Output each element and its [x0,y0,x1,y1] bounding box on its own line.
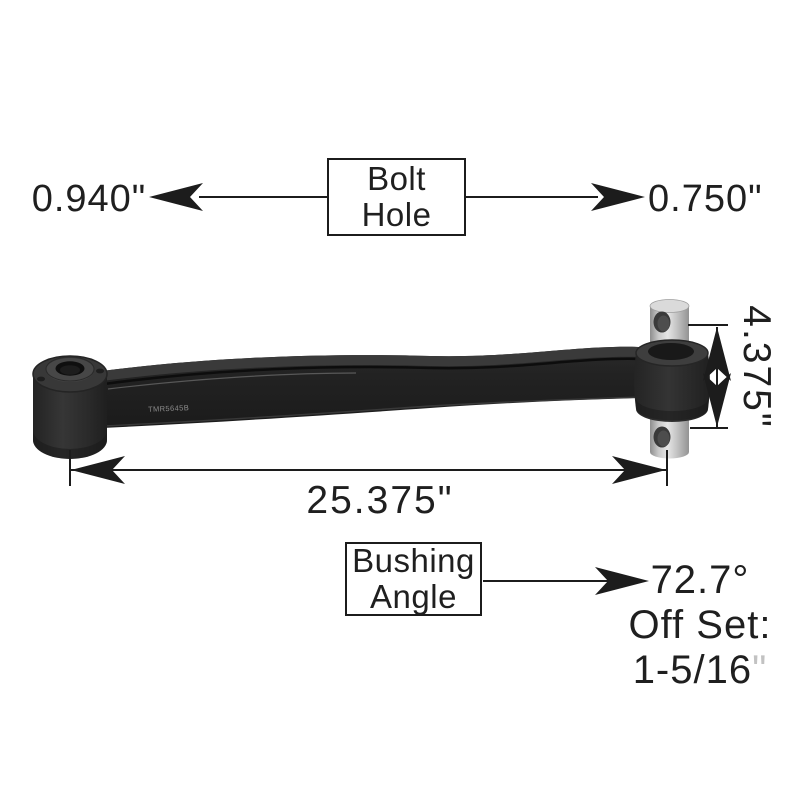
arrow-right-bolt-hole [591,183,645,211]
ring-notch-left [37,376,45,382]
offset-unit-mark: " [752,648,768,692]
bushing-angle-value: 72.7° [650,558,750,602]
bushing-angle-label-line2: Angle [370,578,457,615]
bushing-angle-readout: 72.7° Off Set: 1-5/16" [618,558,782,693]
barrel-bore [648,343,694,360]
left-bushing [32,355,108,459]
offset-value-line: 1-5/16" [618,648,782,693]
part-number: TMR5645B [147,403,190,414]
pin-height-dimension-value: 4.375" [735,305,778,429]
arrow-left-bolt-hole [149,183,203,211]
bushing-angle-box: Bushing Angle [345,542,482,616]
bolt-hole-label-line2: Hole [361,196,432,233]
bushing-angle-label-line1: Bushing [352,542,475,579]
pin-top-cap [649,299,690,313]
length-dimension-value: 25.375" [306,479,454,522]
left-bolt-hole-value: 0.940" [31,178,147,220]
offset-label: Off Set: [628,603,772,647]
right-bushing-barrel [634,339,710,422]
ring-notch-right [96,368,104,374]
offset-value: 1-5/16 [632,648,753,692]
bolt-hole-box: Bolt Hole [327,158,466,236]
length-dimension-lines [69,450,668,486]
bolt-hole-label-line1: Bolt [367,160,426,197]
rod-arm [102,346,642,428]
right-bolt-hole-value: 0.750" [648,178,763,220]
